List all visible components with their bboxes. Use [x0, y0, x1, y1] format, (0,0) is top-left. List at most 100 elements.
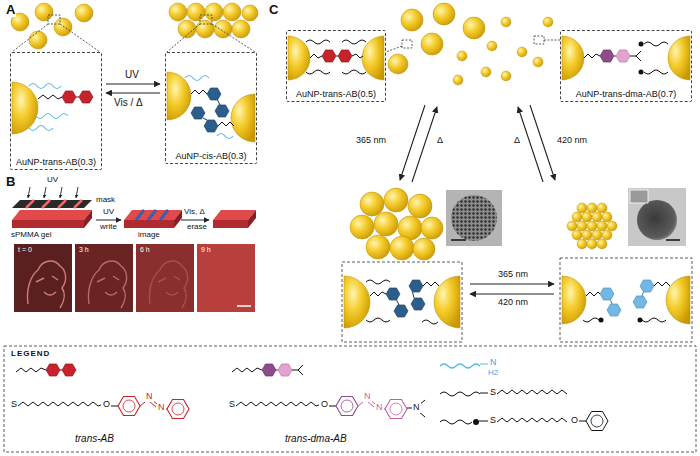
wavelength-label: 420 nm	[556, 136, 588, 146]
small-nanoparticle-aggregate-part	[592, 212, 602, 222]
dma-ab-particle-pair-part	[600, 50, 614, 62]
dma-ab-particle-pair-part	[584, 54, 600, 58]
cis-ab-particle-pair	[344, 276, 460, 328]
inset-frame	[560, 258, 692, 342]
large-nanoparticle-aggregate-part	[350, 215, 374, 239]
box-label: AuNP-cis-AB(0.3)	[173, 151, 248, 161]
nanoparticles-aggregated-part	[178, 20, 196, 38]
cis-ab-particle-pair-part	[409, 280, 423, 292]
legend-sample-dma-ab-part	[292, 365, 303, 375]
gel-slab-with-mask	[12, 200, 92, 228]
dma-ab-particle-pair-part	[644, 70, 668, 74]
cis-dma-ab-particle-pair-part	[600, 288, 614, 300]
tem-micrograph-part	[451, 195, 497, 241]
dma-ab-structure-part	[358, 402, 363, 406]
amine-ligand-sample-part	[440, 364, 480, 368]
atom-label: N	[363, 392, 372, 402]
switching-arrows-part	[400, 105, 425, 180]
cis-ligand-particles-part	[203, 118, 207, 120]
cis-ab-particle-pair-part	[434, 276, 460, 328]
dma-ab-structure-part	[328, 406, 336, 407]
dma-ab-particle-pair-part-part	[636, 51, 641, 56]
tem-micrograph-part	[630, 190, 648, 203]
switching-arrows-part	[470, 283, 554, 284]
part-label: mask	[95, 196, 116, 205]
gel-slab-imaged-part-part	[160, 210, 168, 220]
gel-photo	[14, 244, 72, 312]
large-nanoparticle-aggregate	[350, 188, 443, 260]
tem-micrograph	[446, 190, 502, 246]
cis-dma-ab-particle-pair-part	[654, 282, 670, 286]
gel-slab-with-mask-part	[26, 200, 82, 208]
switching-arrows-part	[470, 293, 554, 294]
trans-ab-structure	[18, 397, 189, 419]
legend-sample-dma-ab	[232, 364, 303, 376]
cis-ligand-particles-part	[217, 134, 233, 139]
gel-photo	[136, 244, 194, 312]
gel-slab-erased-part	[213, 220, 248, 228]
gel-photo-part	[27, 261, 65, 308]
small-nanoparticle-aggregate-part	[577, 239, 587, 249]
trans-ab-structure-part	[18, 402, 101, 406]
box-label: AuNP-trans-dma-AB(0.7)	[574, 89, 679, 99]
stimulus-label: Vis / Δ	[113, 97, 144, 108]
process-arrows-part	[96, 220, 121, 221]
part-label: image	[137, 231, 161, 240]
trans-ab-particle-pair	[288, 36, 384, 80]
gel-slab-with-mask-part	[84, 210, 92, 228]
gel-slab-with-mask-part-part	[58, 200, 66, 208]
nanoparticles-dispersed-part	[75, 4, 93, 22]
thiol-ligand-sample-part	[440, 392, 480, 396]
tem-micrograph-part	[666, 239, 680, 241]
trans-ab-particle-pair-part	[342, 40, 366, 44]
cis-ligand-particles-part	[215, 105, 229, 117]
trans-ab-structure-part	[123, 400, 135, 412]
uv-arrows-part	[60, 187, 62, 198]
cis-ligand-particles-part	[191, 107, 205, 119]
legend-sample-trans-ab-part	[16, 368, 46, 372]
step-label: write	[99, 223, 118, 232]
dma-ab-particle-pair-part	[639, 42, 644, 47]
trans-ligand-particle-part	[79, 91, 93, 103]
cis-ab-particle-pair-part	[411, 298, 425, 310]
switching-arrows-part	[530, 105, 555, 180]
small-nanoparticle-aggregate-part	[577, 203, 587, 213]
small-nanoparticle-aggregate-part	[602, 212, 612, 222]
trans-ligand-particle-part	[29, 126, 53, 131]
reaction-arrows	[106, 84, 160, 93]
process-arrows-part	[181, 220, 209, 221]
phenoxy-ligand-sample-part	[497, 418, 567, 422]
trans-ligand-particle-part	[38, 95, 62, 99]
gel-photo-part	[149, 261, 187, 308]
atom-label: N	[157, 403, 166, 413]
nanoparticles-mixed-part	[433, 3, 455, 25]
dma-ab-structure-part	[385, 400, 407, 419]
dma-ab-particle-pair-part	[668, 36, 690, 80]
nanoparticles-dispersed-part	[35, 3, 53, 21]
trans-ligand-particle	[12, 82, 93, 134]
small-nanoparticle-aggregate-part	[587, 221, 597, 231]
stimulus-label: UV	[102, 208, 115, 217]
gel-slab-imaged-part-part	[148, 210, 156, 220]
amine-ligand-sample	[440, 364, 488, 368]
zoom-leader-part	[167, 24, 200, 52]
panel-letter: A	[5, 3, 16, 17]
inset-frame-part	[342, 262, 462, 342]
small-nanoparticles-part	[487, 41, 497, 51]
zoom-leader	[386, 36, 560, 52]
large-nanoparticle-aggregate-part	[421, 217, 443, 239]
dma-ab-structure-part	[236, 402, 319, 406]
large-nanoparticle-aggregate-part	[384, 188, 408, 212]
atom-label: H2	[487, 369, 499, 378]
atom-label: S	[228, 400, 236, 410]
atom-label: N	[375, 403, 384, 413]
cis-ab-particle-pair-part	[394, 305, 408, 317]
nanoparticles-mixed-part	[388, 54, 408, 74]
nanoparticles-aggregated-part	[196, 20, 214, 38]
legend-frame	[4, 346, 696, 452]
cis-ligand-particles-part	[218, 122, 234, 126]
trans-ab-particle-pair-part	[322, 50, 336, 62]
cis-ligand-particles-part	[167, 72, 191, 120]
trans-ab-particle-pair-part	[342, 70, 366, 74]
gel-slab-with-mask-part-part	[26, 200, 34, 208]
